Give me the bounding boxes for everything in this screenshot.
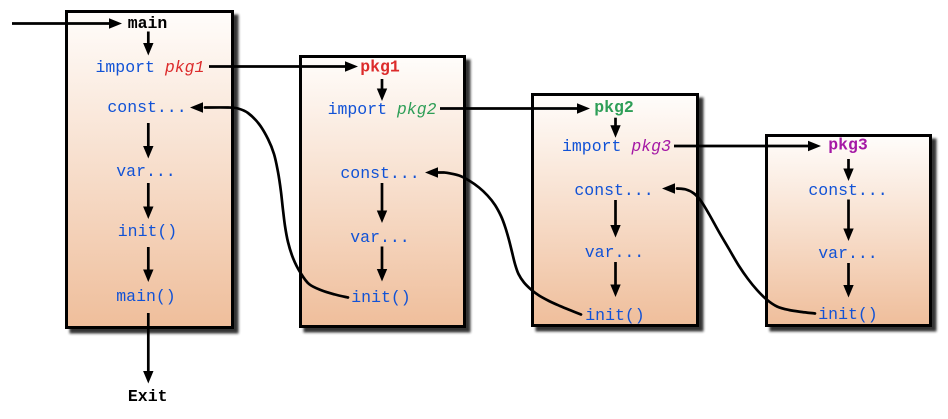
svg-text:var...: var...: [116, 162, 175, 181]
svg-text:const...: const...: [808, 181, 887, 200]
svg-text:init(): init(): [118, 222, 177, 241]
svg-text:import pkg3: import pkg3: [562, 137, 671, 156]
svg-text:main: main: [128, 14, 168, 33]
svg-text:init(): init(): [351, 288, 410, 307]
svg-text:var...: var...: [818, 244, 877, 263]
svg-text:pkg2: pkg2: [594, 98, 634, 117]
svg-text:import pkg2: import pkg2: [328, 100, 437, 119]
svg-text:Exit: Exit: [128, 387, 168, 406]
svg-text:const...: const...: [340, 164, 419, 183]
svg-text:init(): init(): [818, 305, 877, 324]
svg-text:const...: const...: [574, 181, 653, 200]
svg-text:pkg3: pkg3: [828, 136, 868, 155]
svg-text:var...: var...: [585, 243, 644, 262]
svg-text:init(): init(): [585, 306, 644, 325]
svg-text:const...: const...: [107, 98, 186, 117]
svg-text:main(): main(): [116, 287, 175, 306]
svg-text:pkg1: pkg1: [360, 58, 400, 77]
svg-text:var...: var...: [350, 228, 409, 247]
svg-text:import pkg1: import pkg1: [96, 58, 205, 77]
